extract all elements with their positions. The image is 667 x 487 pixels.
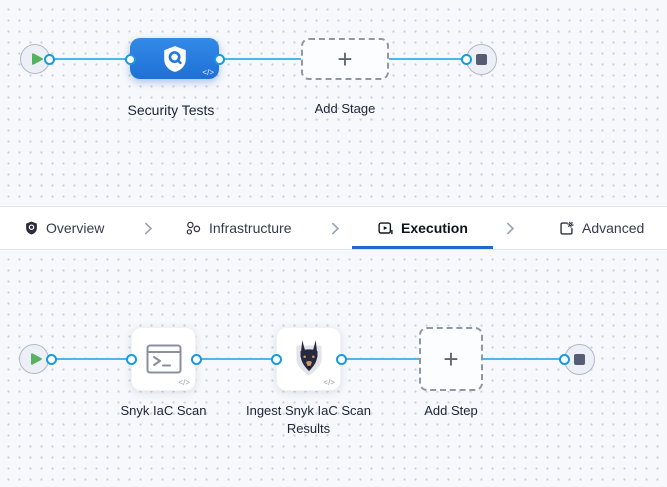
connector-dot[interactable] xyxy=(125,353,137,365)
add-step-label: Add Step xyxy=(424,403,478,418)
tab-label: Infrastructure xyxy=(209,220,292,236)
chevron-right-icon xyxy=(144,222,153,240)
add-stage-button[interactable]: + xyxy=(301,38,389,80)
terminal-icon xyxy=(146,344,182,374)
chevron-right-icon xyxy=(331,222,340,240)
step-label: Ingest Snyk IaC Scan Results xyxy=(245,403,371,436)
connector-dot[interactable] xyxy=(214,53,225,65)
plus-icon: + xyxy=(443,344,459,374)
connector-dot[interactable] xyxy=(335,353,347,365)
tab-overview[interactable]: Overview xyxy=(25,207,104,249)
infrastructure-cluster-icon xyxy=(186,221,201,236)
stage-label: Security Tests xyxy=(127,102,215,118)
chevron-right-icon xyxy=(506,222,515,240)
step-card-ingest-snyk-results[interactable]: </> xyxy=(276,327,341,391)
shield-icon xyxy=(25,221,38,235)
tab-infrastructure[interactable]: Infrastructure xyxy=(186,207,291,249)
plus-icon: + xyxy=(337,44,353,74)
tab-advanced[interactable]: Advanced xyxy=(559,207,644,249)
tab-execution[interactable]: Execution xyxy=(378,207,468,249)
tab-label: Overview xyxy=(46,220,105,236)
stage-end-node[interactable] xyxy=(465,43,497,75)
tab-label: Execution xyxy=(401,220,468,236)
connector-dot[interactable] xyxy=(270,353,282,365)
advanced-settings-icon xyxy=(559,221,574,236)
active-tab-underline xyxy=(352,246,493,249)
stage-code-badge[interactable]: </> xyxy=(202,68,214,77)
stage-card-security-tests[interactable]: </> xyxy=(130,38,219,79)
play-icon xyxy=(31,52,43,66)
stop-icon xyxy=(573,354,585,365)
stage-connector-line xyxy=(49,58,466,60)
snyk-dog-icon xyxy=(291,339,327,379)
execution-step-canvas[interactable]: </> </> + xyxy=(0,250,667,487)
step-label: Snyk IaC Scan xyxy=(120,403,207,418)
connector-dot[interactable] xyxy=(190,353,202,365)
add-step-button[interactable]: + xyxy=(419,327,483,391)
connector-dot[interactable] xyxy=(44,53,55,65)
step-start-node[interactable] xyxy=(19,344,49,374)
connector-dot[interactable] xyxy=(460,53,472,65)
tab-label: Advanced xyxy=(582,220,645,236)
step-card-snyk-iac-scan[interactable]: </> xyxy=(131,327,196,391)
stop-icon xyxy=(475,53,487,65)
play-box-icon xyxy=(378,221,393,236)
security-scan-shield-icon xyxy=(162,45,188,73)
stage-graph-canvas[interactable]: </> + Security Tests Add Stage xyxy=(0,0,667,206)
play-icon xyxy=(30,352,42,366)
step-code-badge[interactable]: </> xyxy=(323,378,335,387)
connector-dot[interactable] xyxy=(558,353,570,365)
stage-tab-bar: Overview Infrastructure xyxy=(0,206,667,250)
step-code-badge[interactable]: </> xyxy=(178,378,190,387)
connector-dot[interactable] xyxy=(46,353,57,365)
connector-dot[interactable] xyxy=(125,53,136,65)
add-stage-label: Add Stage xyxy=(314,101,376,116)
